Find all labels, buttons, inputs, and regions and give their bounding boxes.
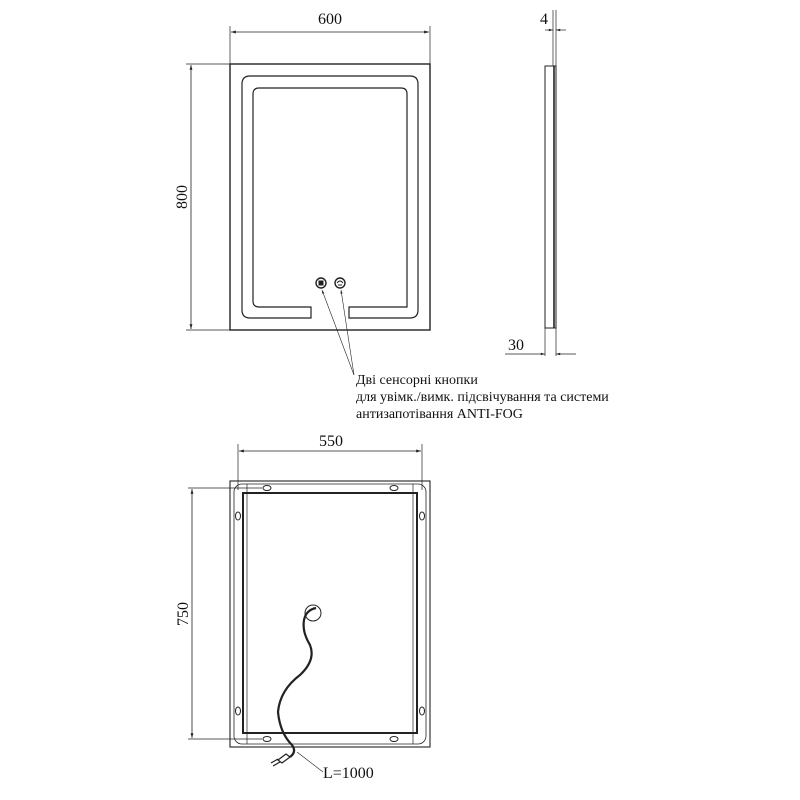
- side-view: [505, 10, 576, 356]
- back-height-label: 750: [175, 602, 192, 626]
- plug-icon: [270, 753, 291, 767]
- side-profile: [544, 65, 557, 329]
- mounting-hole-icons: [235, 485, 425, 742]
- touch-button-antifog: [334, 277, 346, 289]
- front-width-label: 600: [318, 11, 342, 28]
- back-panel: [242, 492, 418, 734]
- back-outer-frame: [229, 480, 431, 748]
- front-view: [186, 26, 431, 376]
- side-depth-label: 30: [508, 337, 524, 354]
- back-view: [188, 444, 431, 773]
- back-width-label: 550: [319, 433, 343, 450]
- power-cable: [276, 606, 317, 758]
- buttons-note-line-2: для увімк./вимк. підсвічування та систем…: [356, 390, 609, 405]
- side-thickness-label: 4: [540, 11, 548, 28]
- led-strip-outer: [241, 75, 419, 319]
- touch-button-light: [315, 277, 327, 289]
- cable-outlet: [304, 604, 322, 622]
- mirror-outline: [229, 63, 431, 331]
- front-height-label: 800: [174, 185, 191, 209]
- buttons-note-line-1: Дві сенсорні кнопки: [356, 373, 478, 388]
- buttons-note-line-3: антизапотівання ANTI-FOG: [356, 407, 523, 422]
- cable-length-label: L=1000: [323, 765, 374, 782]
